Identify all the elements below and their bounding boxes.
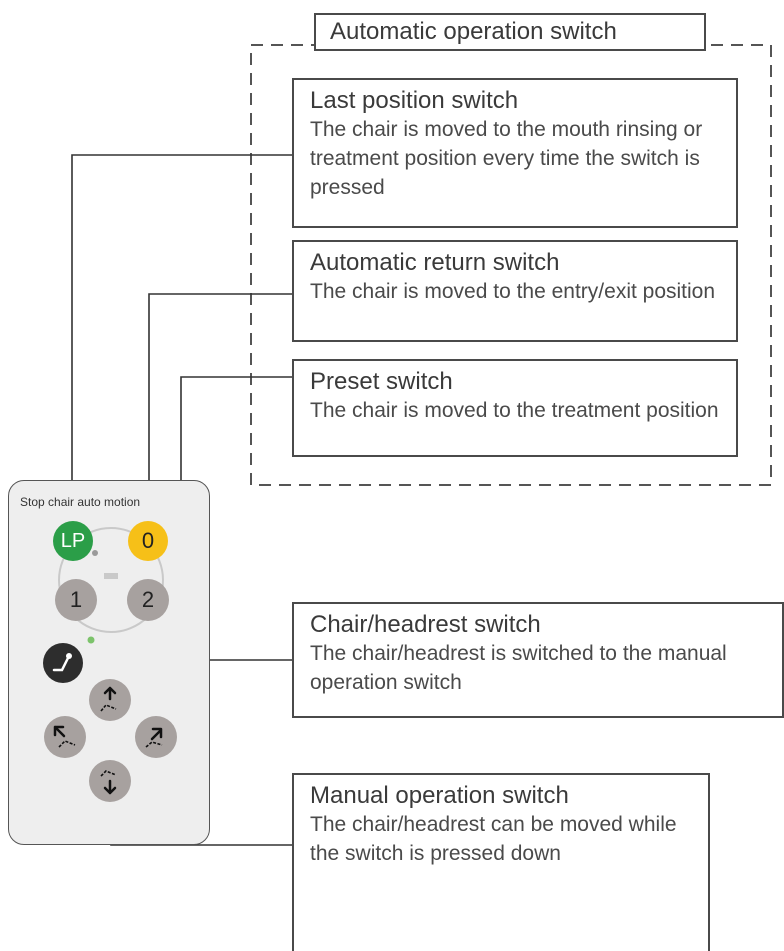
callout-title: Preset switch (310, 368, 453, 395)
callout-desc: The chair/headrest is switched to the ma… (310, 642, 727, 694)
backrest-raise-icon (145, 727, 163, 748)
callout-title: Chair/headrest switch (310, 611, 541, 638)
panel-label: Stop chair auto motion (20, 495, 141, 509)
seat-down-icon (100, 770, 117, 795)
callout-automatic-return: Automatic return switch The chair is mov… (292, 240, 738, 342)
callout-title: Last position switch (310, 87, 519, 114)
backrest-recline-icon (53, 725, 76, 748)
callout-desc: The chair is moved to the treatment posi… (310, 399, 719, 422)
callout-desc: The chair is moved to the mouth rinsing … (310, 118, 703, 199)
chair-headrest-button[interactable] (43, 643, 83, 683)
preset-1-button[interactable]: 1 (55, 579, 97, 621)
automatic-group-title: Automatic operation switch (314, 13, 706, 51)
seat-up-icon (100, 686, 117, 712)
connector-automatic-return (148, 293, 294, 536)
manual-up-button[interactable] (89, 679, 131, 721)
manual-right-button[interactable] (135, 716, 177, 758)
connector-last-position (71, 154, 294, 536)
callout-desc: The chair/headrest can be moved while th… (310, 813, 677, 865)
preset-2-button[interactable]: 2 (127, 579, 169, 621)
chair-headrest-indicator (87, 636, 95, 644)
panel-arc (58, 527, 164, 633)
panel-dot (92, 550, 98, 556)
chair-headrest-icon (52, 653, 72, 672)
callout-title: Manual operation switch (310, 782, 569, 809)
callout-chair-headrest: Chair/headrest switch The chair/headrest… (292, 602, 784, 718)
callout-preset: Preset switch The chair is moved to the … (292, 359, 738, 457)
manual-left-button[interactable] (44, 716, 86, 758)
lp-button[interactable]: LP (53, 521, 93, 561)
callout-manual-operation: Manual operation switch The chair/headre… (292, 773, 710, 951)
manual-down-button[interactable] (89, 760, 131, 802)
callout-desc: The chair is moved to the entry/exit pos… (310, 280, 716, 303)
callout-title: Automatic return switch (310, 249, 560, 276)
panel-mark (104, 573, 118, 579)
callout-last-position: Last position switch The chair is moved … (292, 78, 738, 228)
zero-button[interactable]: 0 (128, 521, 168, 561)
